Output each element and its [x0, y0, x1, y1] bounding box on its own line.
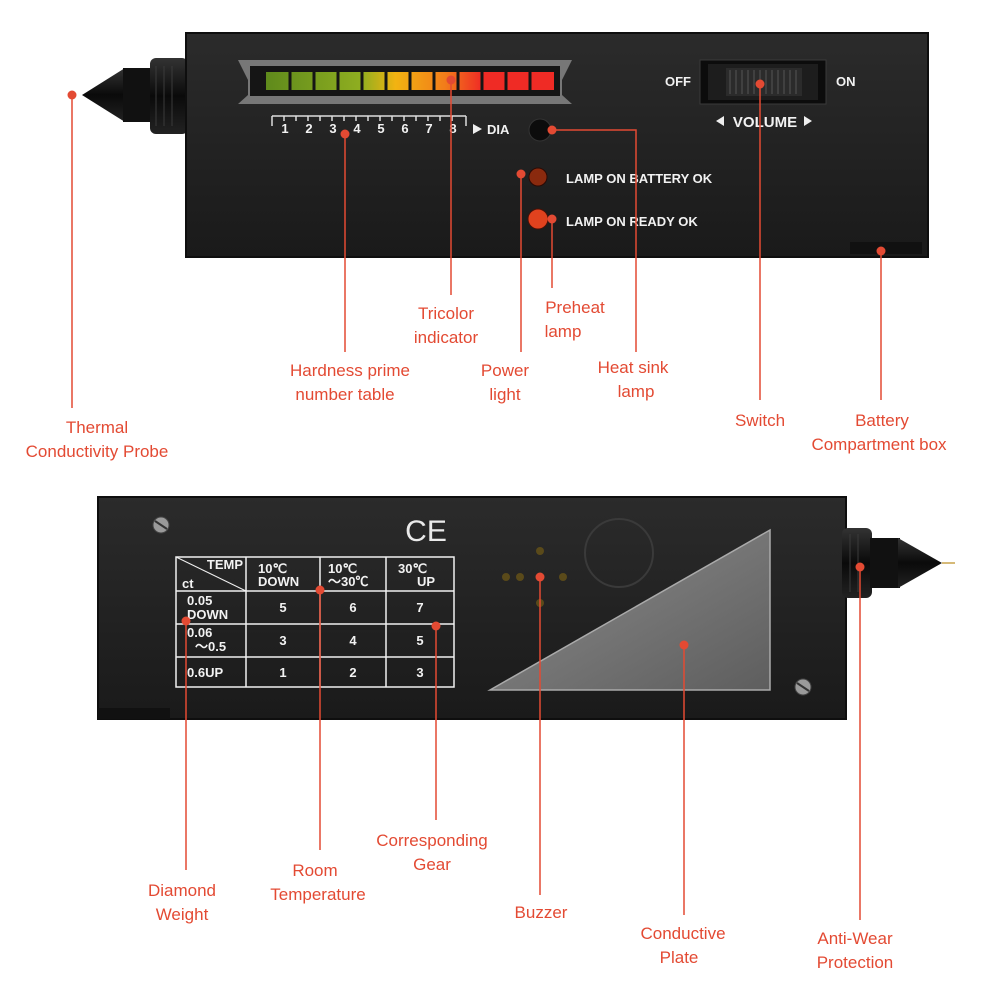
- callout-tricolor-2: indicator: [414, 328, 479, 347]
- volume-left-arrow-icon: [716, 116, 724, 126]
- callout-preheat-lamp-2: lamp: [545, 322, 582, 341]
- callout-buzzer: Buzzer: [515, 903, 568, 922]
- table-cell: 3: [279, 633, 286, 648]
- table-cell: 3: [416, 665, 423, 680]
- scale-number-1: 1: [281, 121, 288, 136]
- scale-number-3: 3: [329, 121, 336, 136]
- table-col-header: 10℃: [258, 561, 287, 576]
- callout-room-temperature-2: Temperature: [270, 885, 365, 904]
- scale-number-7: 7: [425, 121, 432, 136]
- callout-room-temperature-1: Room: [292, 861, 337, 880]
- gear-table: TEMP ct 10℃ DOWN 10℃ ～30℃ 30℃ UP 0.05 DO…: [175, 556, 455, 688]
- callout-power-light-1: Power: [481, 361, 530, 380]
- scale-number-4: 4: [353, 121, 361, 136]
- screw-icon: [794, 678, 812, 696]
- callout-corresponding-gear-1: Corresponding: [376, 831, 488, 850]
- callout-tricolor-1: Tricolor: [418, 304, 474, 323]
- table-cell: 5: [416, 633, 423, 648]
- table-col-header: ～30℃: [328, 574, 368, 589]
- table-row-label: 0.05: [187, 593, 212, 608]
- callout-anti-wear-1: Anti-Wear: [817, 929, 893, 948]
- table-cell: 6: [349, 600, 356, 615]
- lamp-battery-label: LAMP ON BATTERY OK: [566, 171, 713, 186]
- table-cell: 2: [349, 665, 356, 680]
- table-cell: 4: [349, 633, 357, 648]
- bottom-device: CE TEMP ct 10℃ DOWN 10℃ ～30℃ 30℃ UP 0.05…: [97, 496, 955, 720]
- table-cell: 7: [416, 600, 423, 615]
- callout-diamond-weight-2: Weight: [156, 905, 209, 924]
- ce-mark: CE: [405, 515, 447, 548]
- table-row-label: 0.6UP: [187, 665, 223, 680]
- callout-hardness-table-1: Hardness prime: [290, 361, 410, 380]
- callout-thermal-probe-2: Conductivity Probe: [26, 442, 169, 461]
- buzzer: [502, 547, 567, 607]
- callout-heat-sink-lamp-2: lamp: [618, 382, 655, 401]
- preheat-lamp: [527, 208, 549, 230]
- volume-switch[interactable]: [699, 59, 827, 105]
- table-col-header: UP: [417, 574, 435, 589]
- table-corner-temp: TEMP: [207, 557, 243, 572]
- callout-switch: Switch: [735, 411, 785, 430]
- table-row-label: ～0.5: [195, 639, 226, 654]
- callout-anti-wear-2: Protection: [817, 953, 894, 972]
- bottom-battery-edge: [98, 708, 170, 719]
- callout-heat-sink-lamp-1: Heat sink: [598, 358, 669, 377]
- volume-label: VOLUME: [733, 114, 797, 131]
- callout-leaders: [71, 80, 882, 920]
- scale-number-8: 8: [449, 121, 456, 136]
- lamp-ready-label: LAMP ON READY OK: [566, 214, 698, 229]
- table-row-label: DOWN: [187, 607, 228, 622]
- thermal-probe: [82, 58, 188, 134]
- callout-hardness-table-2: number table: [295, 385, 394, 404]
- switch-off-label: OFF: [665, 74, 691, 89]
- scale-number-6: 6: [401, 121, 408, 136]
- emblem-logo: [584, 518, 654, 588]
- table-row-label: 0.06: [187, 625, 212, 640]
- scale-number-5: 5: [377, 121, 384, 136]
- callout-battery-box-1: Battery: [855, 411, 909, 430]
- table-cell: 5: [279, 600, 286, 615]
- battery-compartment: [850, 242, 922, 254]
- table-corner-ct: ct: [182, 576, 194, 591]
- scale-end-label: DIA: [487, 122, 510, 137]
- callout-preheat-lamp-1: Preheat: [545, 298, 605, 317]
- screw-icon: [152, 516, 170, 534]
- switch-on-label: ON: [836, 74, 856, 89]
- hardness-scale: 1 2 3 4 5 6 7 8 DIA: [271, 115, 510, 137]
- table-col-header: 10℃: [328, 561, 357, 576]
- scale-arrow-icon: [473, 124, 482, 134]
- tricolor-indicator: [238, 60, 572, 104]
- table-col-header: DOWN: [258, 574, 299, 589]
- callout-corresponding-gear-2: Gear: [413, 855, 451, 874]
- callout-thermal-probe-1: Thermal: [66, 418, 128, 437]
- callout-power-light-2: light: [489, 385, 520, 404]
- scale-number-2: 2: [305, 121, 312, 136]
- table-cell: 1: [279, 665, 286, 680]
- callout-diamond-weight-1: Diamond: [148, 881, 216, 900]
- power-lamp: [528, 167, 548, 187]
- anti-wear-probe: [842, 528, 955, 598]
- callout-conductive-plate-1: Conductive: [640, 924, 725, 943]
- conductive-plate: [487, 528, 771, 691]
- callout-dots: [67, 75, 886, 650]
- callout-battery-box-2: Compartment box: [811, 435, 947, 454]
- top-device: 1 2 3 4 5 6 7 8 DIA LAMP ON BATTERY OK L…: [82, 32, 929, 258]
- table-col-header: 30℃: [398, 561, 427, 576]
- callout-conductive-plate-2: Plate: [660, 948, 699, 967]
- volume-right-arrow-icon: [804, 116, 812, 126]
